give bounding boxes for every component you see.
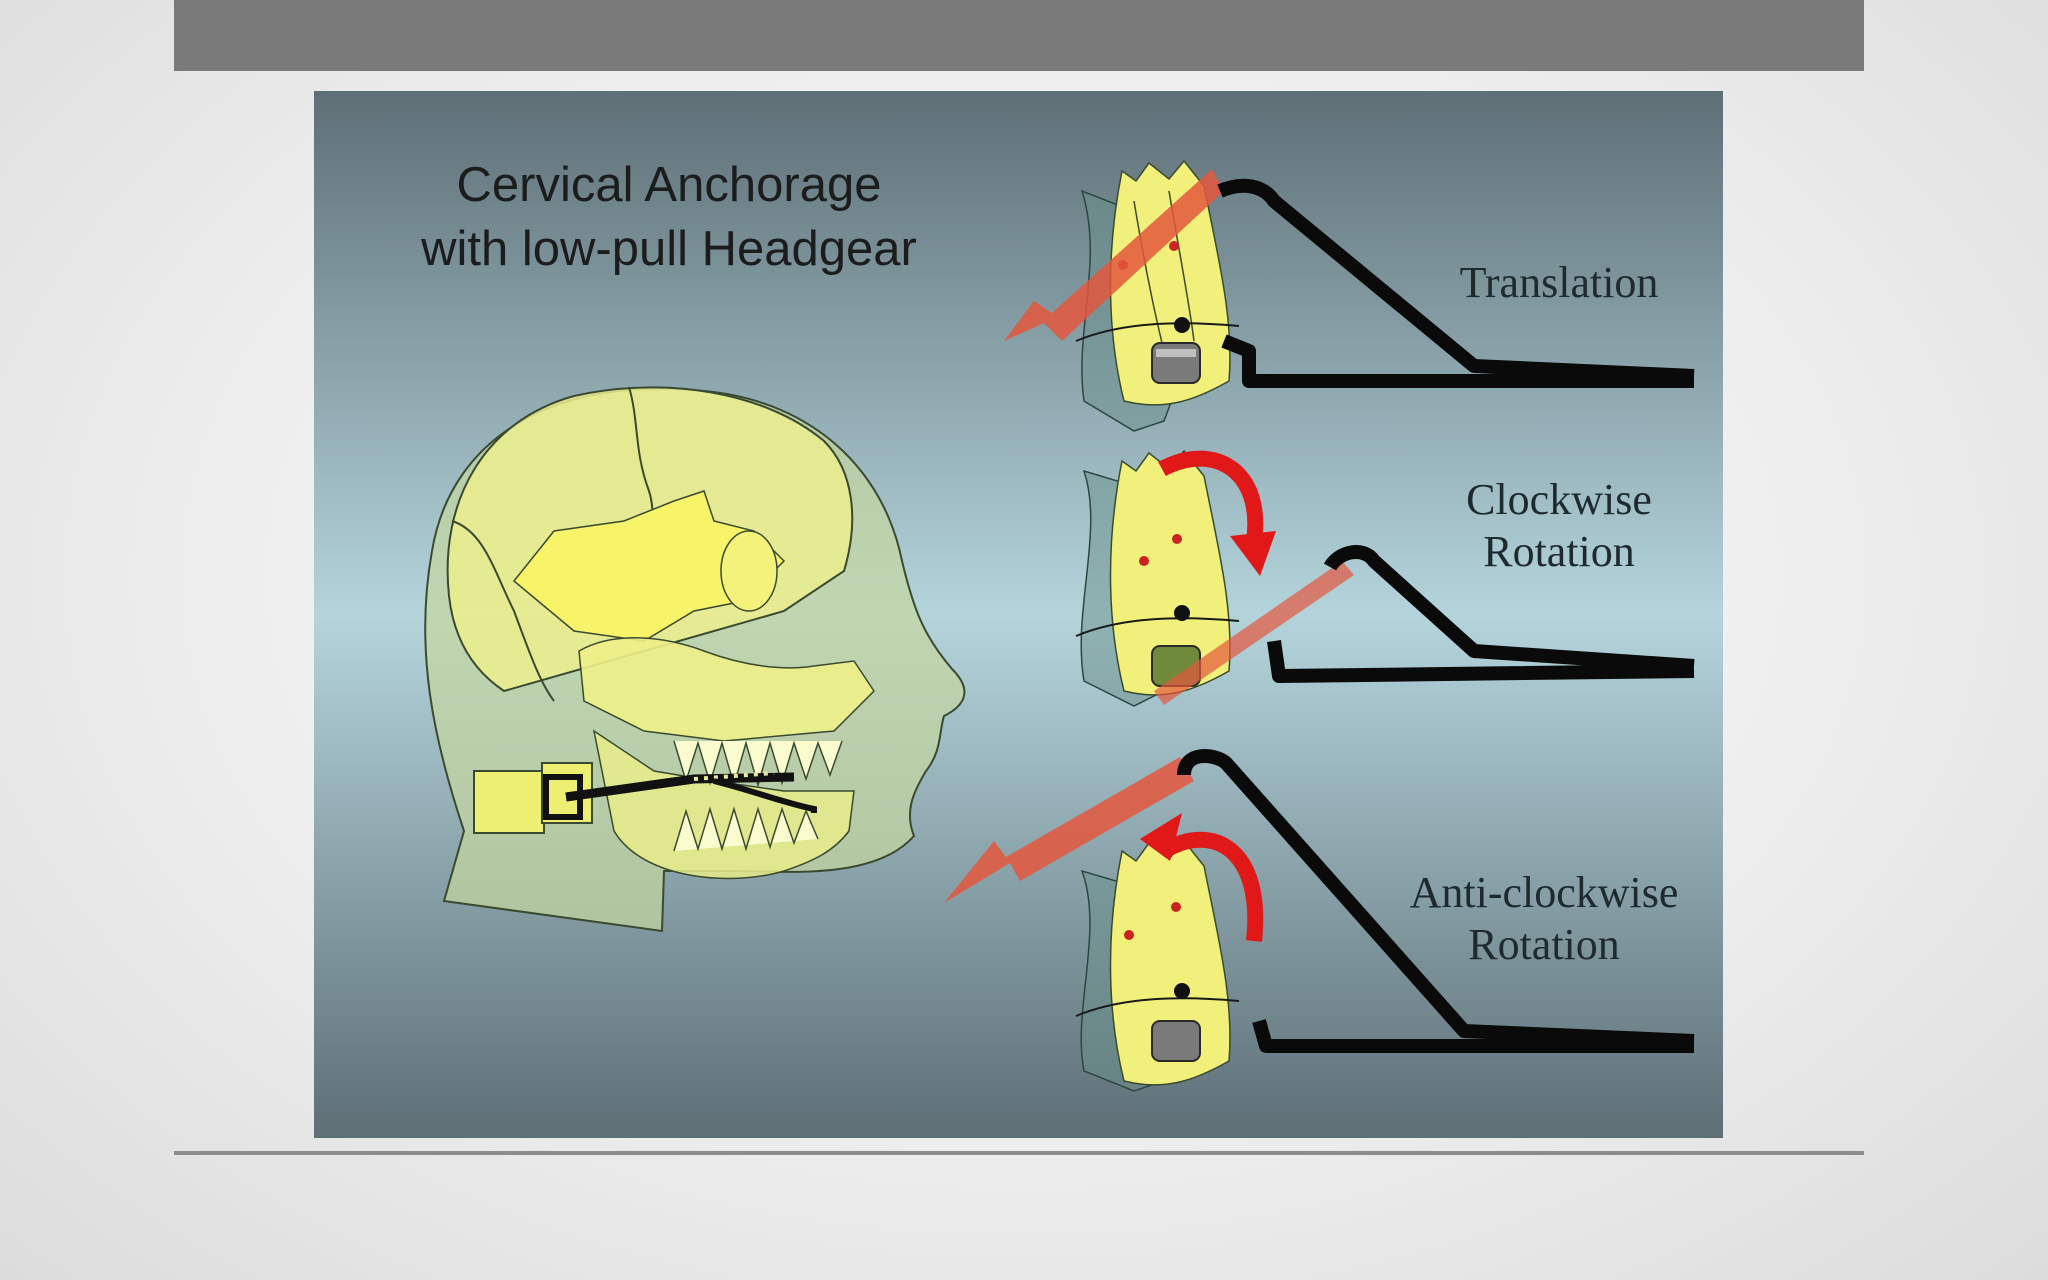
- facebow-wire: [1177, 748, 1695, 1053]
- skull-illustration: [424, 386, 966, 933]
- translation-label: Translation: [1434, 257, 1684, 309]
- force-arrow: [1004, 169, 1224, 341]
- molar-tooth: [1075, 159, 1240, 432]
- panel-clockwise: [1075, 449, 1695, 707]
- force-arrow: [944, 757, 1194, 903]
- diagram-title-line2: with low-pull Headgear: [421, 222, 917, 276]
- panel-translation: [1004, 159, 1695, 432]
- clockwise-label: Clockwise Rotation: [1434, 474, 1684, 578]
- translation-label-line1: Translation: [1459, 258, 1659, 307]
- force-arrow: [1154, 561, 1354, 705]
- molar-tooth: [1075, 839, 1240, 1092]
- rotation-arrow: [1159, 831, 1264, 942]
- panel-anticlockwise: [944, 748, 1695, 1092]
- headgear-diagram: Cervical Anchorage with low-pull Headgea…: [314, 91, 1723, 1138]
- neck-strap-pad: [473, 770, 545, 834]
- diagram-title: Cervical Anchorage with low-pull Headgea…: [404, 153, 934, 281]
- facebow-wire: [1267, 545, 1695, 683]
- molar-tooth: [1075, 449, 1240, 707]
- anticlockwise-label-line1: Anti-clockwise: [1409, 868, 1679, 917]
- facebow-wire: [1217, 178, 1695, 388]
- anticlockwise-label-line2: Rotation: [1468, 920, 1620, 969]
- clockwise-label-line2: Rotation: [1483, 527, 1635, 576]
- anticlockwise-label: Anti-clockwise Rotation: [1384, 867, 1704, 971]
- diagram-canvas: [314, 91, 1723, 1138]
- diagram-title-line1: Cervical Anchorage: [456, 158, 882, 212]
- rotation-arrow: [1158, 450, 1264, 543]
- slide-title-bar: [174, 0, 1864, 71]
- footer-divider: [174, 1151, 1864, 1155]
- clockwise-label-line1: Clockwise: [1466, 475, 1652, 524]
